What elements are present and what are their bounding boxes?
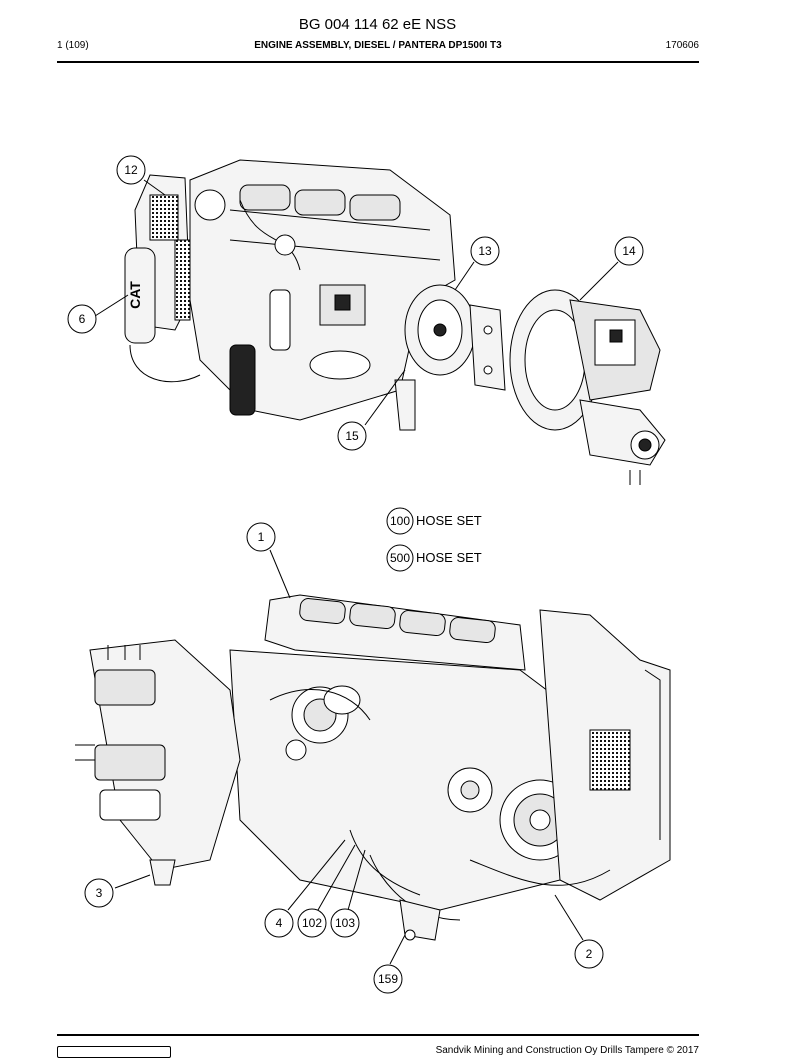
svg-text:2: 2 bbox=[586, 947, 593, 961]
sandvik-logo bbox=[57, 1046, 171, 1058]
date-code: 170606 bbox=[665, 40, 699, 51]
svg-text:500: 500 bbox=[390, 551, 410, 565]
page-indicator: 1 (109) bbox=[57, 40, 89, 51]
lower-engine-view bbox=[75, 594, 671, 941]
page-title: ENGINE ASSEMBLY, DIESEL / PANTERA DP1500… bbox=[254, 40, 502, 51]
svg-text:6: 6 bbox=[79, 312, 86, 326]
footer-copyright: Sandvik Mining and Construction Oy Drill… bbox=[435, 1045, 699, 1056]
callout-103: 103 bbox=[330, 908, 360, 938]
svg-text:102: 102 bbox=[302, 916, 322, 930]
callout-4: 4 bbox=[264, 908, 294, 938]
svg-text:159: 159 bbox=[378, 972, 398, 986]
leader-lines bbox=[94, 179, 619, 965]
svg-text:1: 1 bbox=[258, 530, 265, 544]
svg-text:103: 103 bbox=[335, 916, 355, 930]
svg-text:14: 14 bbox=[622, 244, 636, 258]
callout-15: 15 bbox=[337, 421, 367, 451]
callout-2: 2 bbox=[574, 939, 604, 969]
callout-14: 14 bbox=[614, 236, 644, 266]
svg-text:3: 3 bbox=[96, 886, 103, 900]
legend-item-100-label: HOSE SET bbox=[416, 513, 482, 528]
callout-3: 3 bbox=[84, 878, 114, 908]
callout-13: 13 bbox=[470, 236, 500, 266]
svg-text:4: 4 bbox=[276, 916, 283, 930]
callout-159: 159 bbox=[373, 964, 403, 994]
header-row: 1 (109) ENGINE ASSEMBLY, DIESEL / PANTER… bbox=[57, 40, 699, 54]
footer-divider bbox=[57, 1034, 699, 1036]
callout-1: 1 bbox=[246, 522, 276, 552]
svg-text:15: 15 bbox=[345, 429, 359, 443]
callout-6: 6 bbox=[67, 304, 97, 334]
svg-text:100: 100 bbox=[390, 514, 410, 528]
legend-item-500-label: HOSE SET bbox=[416, 550, 482, 565]
callout-102: 102 bbox=[297, 908, 327, 938]
svg-text:CAT: CAT bbox=[127, 281, 143, 309]
callouts: 12 6 13 14 15 1 3 4 102 103 2 159 bbox=[67, 155, 644, 994]
callout-12: 12 bbox=[116, 155, 146, 185]
svg-text:12: 12 bbox=[124, 163, 138, 177]
svg-text:13: 13 bbox=[478, 244, 492, 258]
legend-callouts: 100 500 bbox=[386, 507, 414, 572]
upper-engine-view: CAT bbox=[124, 159, 666, 485]
header-divider bbox=[57, 61, 699, 63]
document-number: BG 004 114 62 eE NSS bbox=[298, 16, 457, 33]
